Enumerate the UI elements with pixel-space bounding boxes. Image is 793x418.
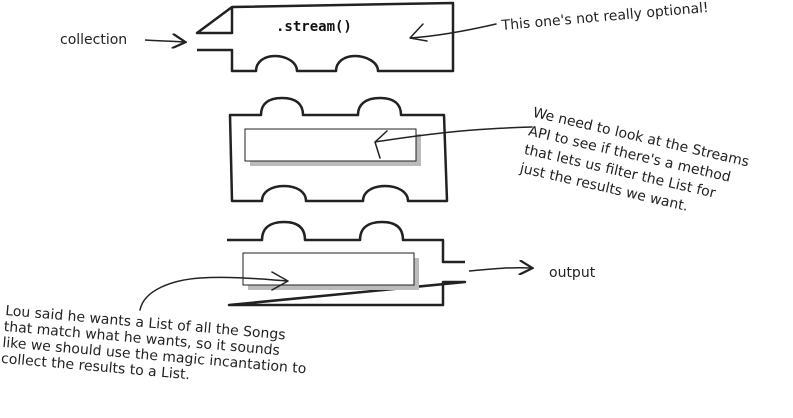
filter-slot (244, 128, 417, 162)
optional-pointer (409, 23, 497, 42)
output-label: output (549, 265, 596, 281)
collection-arrow (144, 40, 184, 42)
output-arrow (468, 268, 531, 271)
collection-label: collection (60, 32, 128, 48)
collect-puzzle-piece (227, 220, 467, 307)
stream-puzzle-piece (195, 1, 455, 73)
stream-method-label: .stream() (276, 19, 352, 35)
lou-pointer (139, 271, 289, 311)
streams-api-pointer (374, 126, 533, 159)
